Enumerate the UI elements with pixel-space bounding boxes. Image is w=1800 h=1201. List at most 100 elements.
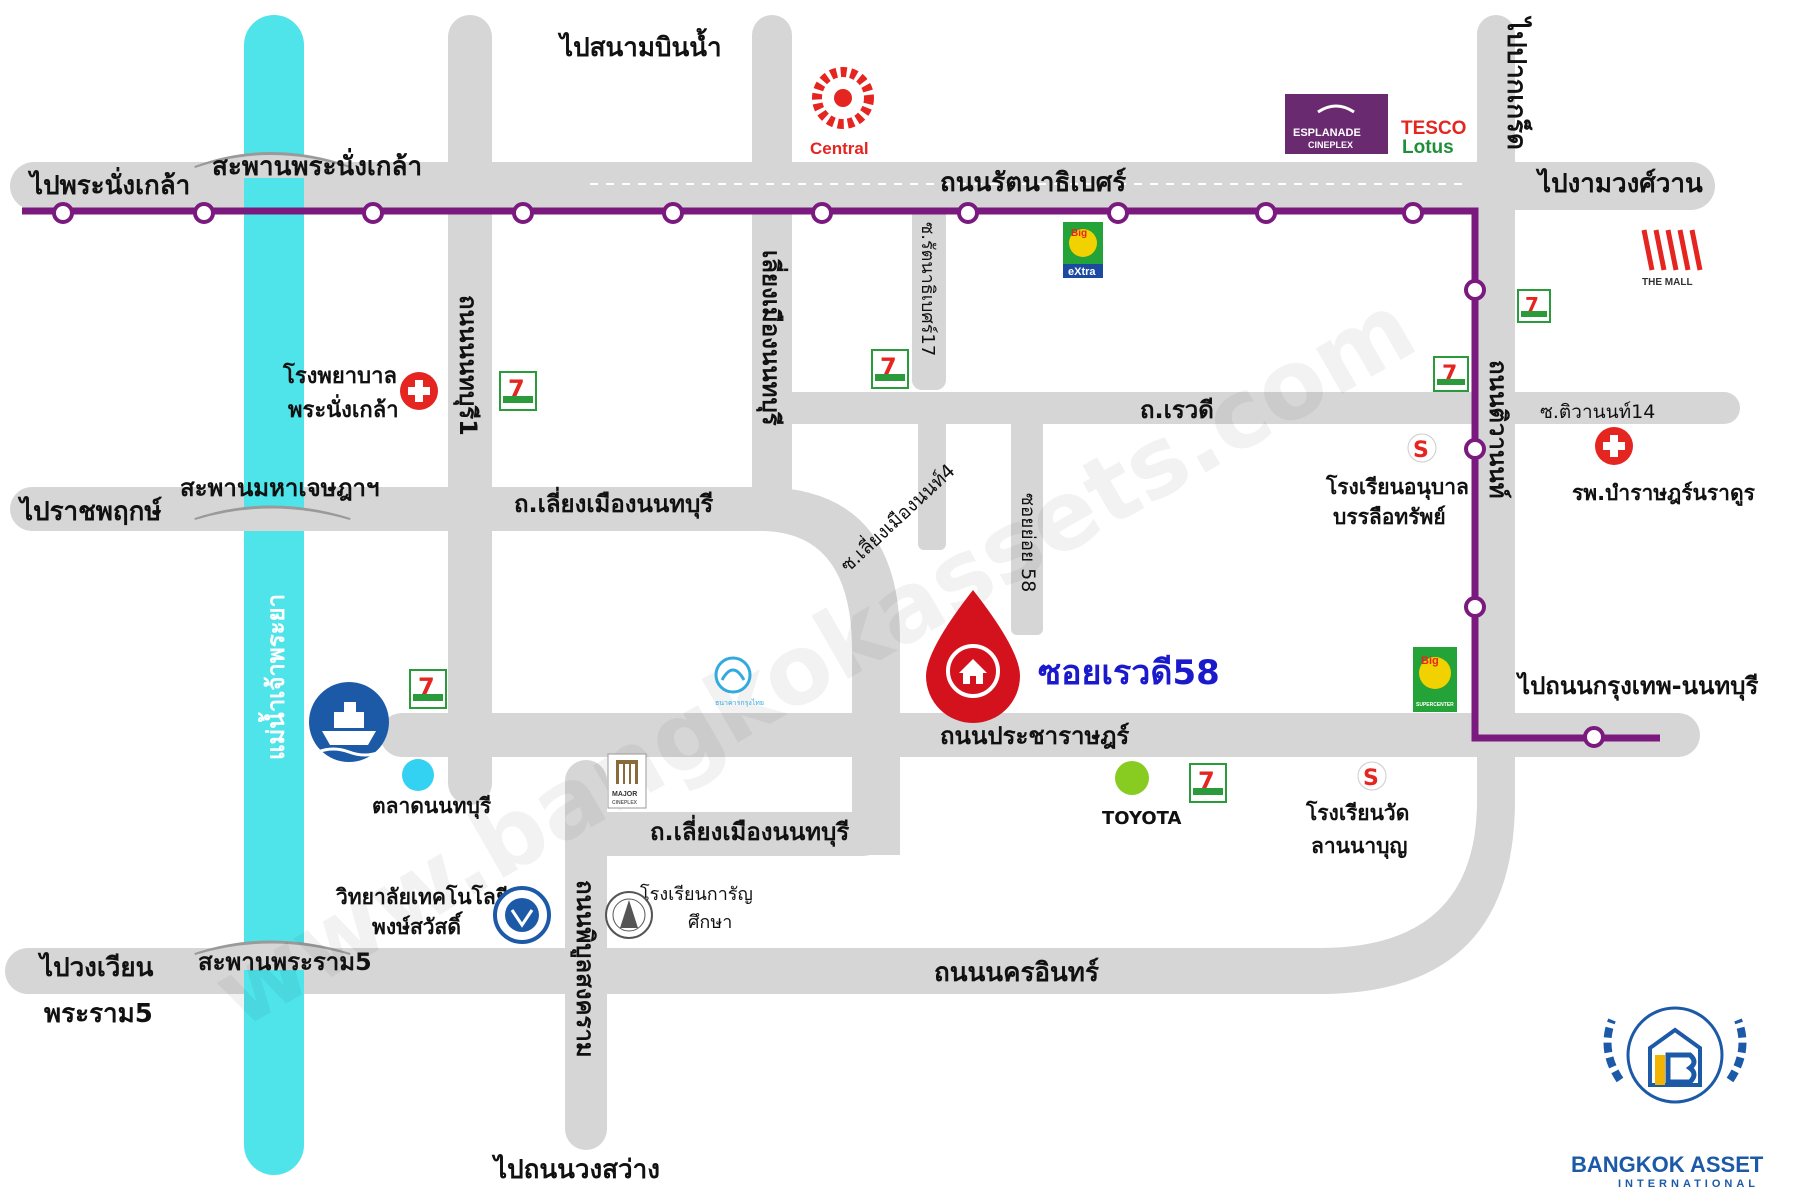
label-bumrungrad: รพ.บำราษฎร์นราดูร bbox=[1572, 481, 1756, 507]
svg-text:S: S bbox=[1413, 438, 1429, 463]
label-chao-phraya-river: แม่น้ำเจ้าพระยา bbox=[257, 594, 290, 760]
svg-text:SUPERCENTER: SUPERCENTER bbox=[1416, 702, 1454, 708]
seven-eleven-icon: 7 bbox=[409, 669, 447, 709]
svg-text:S: S bbox=[1363, 766, 1379, 791]
karanyasueksa-school-crest bbox=[605, 891, 653, 939]
label-to-ratchaphruek: ไปราชพฤกษ์ bbox=[17, 495, 162, 527]
major-cineplex-logo: MAJOR CINEPLEX bbox=[607, 753, 647, 809]
label-prachaharat: ถนนประชาราษฎร์ bbox=[940, 722, 1129, 750]
rail-station bbox=[512, 202, 534, 224]
road-soi-yoi58 bbox=[1011, 410, 1043, 635]
label-to-pak-kret: ไปปากเกร็ด bbox=[1501, 15, 1533, 150]
destination-pin[interactable] bbox=[926, 590, 1020, 723]
rail-station bbox=[1464, 279, 1486, 301]
seven-eleven-icon: 7 bbox=[1433, 356, 1469, 392]
boat-pier-icon bbox=[309, 682, 389, 762]
svg-text:CINEPLEX: CINEPLEX bbox=[612, 800, 638, 806]
rail-station bbox=[1583, 726, 1605, 748]
bridges bbox=[194, 152, 351, 957]
label-nonthaburi1: ถนนนนทบุรี1 bbox=[452, 295, 482, 436]
label-kindergarten-1: โรงเรียนอนุบาล bbox=[1325, 474, 1469, 501]
label-liang-mueang-vertical: เลี่ยงเมืองนนทบุรี bbox=[755, 250, 789, 426]
label-to-wongwian: ไปวงเวียน bbox=[37, 951, 154, 983]
chao-phraya-river bbox=[244, 15, 304, 1175]
label-rama5-bridge: สะพานพระราม5 bbox=[198, 948, 372, 976]
label-wat-school-2: ลานนาบุญ bbox=[1311, 834, 1407, 860]
road-tiwanon bbox=[1477, 15, 1515, 755]
destination-pin-drop bbox=[926, 590, 1020, 723]
label-kindergarten-2: บรรลือทรัพย์ bbox=[1333, 505, 1446, 529]
svg-text:THE MALL: THE MALL bbox=[1642, 277, 1693, 288]
svg-text:eXtra: eXtra bbox=[1068, 266, 1096, 278]
purple-line-rail bbox=[22, 207, 1660, 742]
label-liang-mueang-upper: ถ.เลี่ยงเมืองนนทบุรี bbox=[514, 486, 713, 520]
road-network bbox=[5, 15, 1740, 1150]
road-prachaharat bbox=[380, 713, 1700, 757]
label-karanyasueksa-2: ศึกษา bbox=[688, 912, 732, 933]
svg-text:TESCO: TESCO bbox=[1401, 118, 1466, 139]
rail-station bbox=[1402, 202, 1424, 224]
rail-station bbox=[957, 202, 979, 224]
svg-text:Big: Big bbox=[1071, 228, 1087, 239]
rail-station bbox=[1464, 596, 1486, 618]
label-soi-ratthanathibet17: ซ.รัตนาธิเบศร์17 bbox=[917, 222, 938, 356]
label-ratthanathibet: ถนนรัตนาธิเบศร์ bbox=[940, 167, 1126, 198]
bigc-extra-logo: Big eXtra bbox=[1063, 222, 1103, 278]
bigc-supercenter-logo: Big SUPERCENTER bbox=[1413, 647, 1457, 712]
label-toyota: TOYOTA bbox=[1102, 808, 1182, 829]
label-rewadi: ถ.เรวดี bbox=[1140, 396, 1214, 424]
label-to-krungthep-nonthaburi: ไปถนนกรุงเทพ-นนทบุรี bbox=[1515, 671, 1758, 702]
bangkok-asset-sub: INTERNATIONAL bbox=[1618, 1178, 1759, 1190]
destination-label: ซอยเรวดี58 bbox=[1038, 653, 1220, 693]
rail-station bbox=[193, 202, 215, 224]
label-to-airport: ไปสนามบินน้ำ bbox=[557, 27, 722, 63]
rail-station bbox=[1107, 202, 1129, 224]
label-to-wong-sawang: ไปถนนวงสว่าง bbox=[491, 1153, 660, 1185]
label-maha-chesadabodin-bridge: สะพานมหาเจษฎาฯ bbox=[180, 474, 380, 502]
road-ratthanathibet bbox=[10, 162, 1715, 210]
svg-text:Central: Central bbox=[810, 139, 869, 158]
rail-station bbox=[362, 202, 384, 224]
label-karanyasueksa-1: โรงเรียนการัญ bbox=[640, 883, 753, 905]
central-logo: Central bbox=[810, 67, 874, 158]
road-soi-ratthanathibet17 bbox=[912, 200, 946, 390]
svg-text:CINEPLEX: CINEPLEX bbox=[1308, 140, 1353, 150]
label-liang-mueang-lower: ถ.เลี่ยงเมืองนนทบุรี bbox=[650, 814, 849, 848]
rail-station bbox=[811, 202, 833, 224]
label-to-phra-nang-klao: ไปพระนั่งเกล้า bbox=[27, 166, 190, 201]
label-soi-tiwanon14: ซ.ติวานนท์14 bbox=[1540, 401, 1655, 423]
label-wat-school-1: โรงเรียนวัด bbox=[1305, 800, 1409, 825]
label-nakhon-in: ถนนนครอินทร์ bbox=[934, 957, 1099, 988]
label-tiwanon: ถนนติวานนท์ bbox=[1484, 360, 1512, 499]
road-liang-mueang-lower bbox=[565, 812, 885, 856]
rail-stations bbox=[52, 202, 1605, 748]
svg-text:ธนาคารกรุงไทย: ธนาคารกรุงไทย bbox=[715, 698, 764, 707]
label-phra-nang-klao-bridge: สะพานพระนั่งเกล้า bbox=[212, 147, 422, 182]
road-soi-liang-mueang4 bbox=[918, 410, 946, 550]
rail-station bbox=[1255, 202, 1277, 224]
rail-station bbox=[662, 202, 684, 224]
home-icon bbox=[959, 659, 987, 684]
label-pongsawadi-2: พงษ์สวัสดิ์ bbox=[372, 911, 463, 939]
bridge-maha-chesadabodin bbox=[194, 505, 351, 522]
seven-eleven-icon: 7 bbox=[1517, 289, 1551, 323]
svg-text:Lotus: Lotus bbox=[1402, 137, 1454, 158]
toyota-dot-icon bbox=[1115, 761, 1149, 795]
market-dot-icon bbox=[402, 759, 434, 791]
bridge-phra-nang-klao bbox=[194, 152, 351, 170]
svg-text:Big: Big bbox=[1421, 655, 1439, 667]
label-phibunsongkhram: ถนนพิบูลสงคราม bbox=[570, 880, 599, 1058]
seven-eleven-icon: 7 bbox=[499, 371, 537, 411]
label-hospital-pnk-2: พระนั่งเกล้า bbox=[288, 393, 399, 423]
school-icon: S bbox=[1407, 433, 1437, 463]
hospital-icon bbox=[400, 372, 438, 410]
pongsawadi-college-crest bbox=[493, 886, 551, 944]
krungthai-bank-logo: ธนาคารกรุงไทย bbox=[714, 656, 764, 707]
road-liang-mueang-vertical bbox=[752, 15, 792, 515]
seven-eleven-icon: 7 bbox=[871, 349, 909, 389]
the-mall-logo: THE MALL bbox=[1641, 229, 1703, 288]
road-tiwanon-curve bbox=[1250, 740, 1515, 994]
esplanade-cineplex-logo: ESPLANADE CINEPLEX bbox=[1285, 94, 1388, 154]
svg-text:ESPLANADE: ESPLANADE bbox=[1293, 127, 1361, 139]
